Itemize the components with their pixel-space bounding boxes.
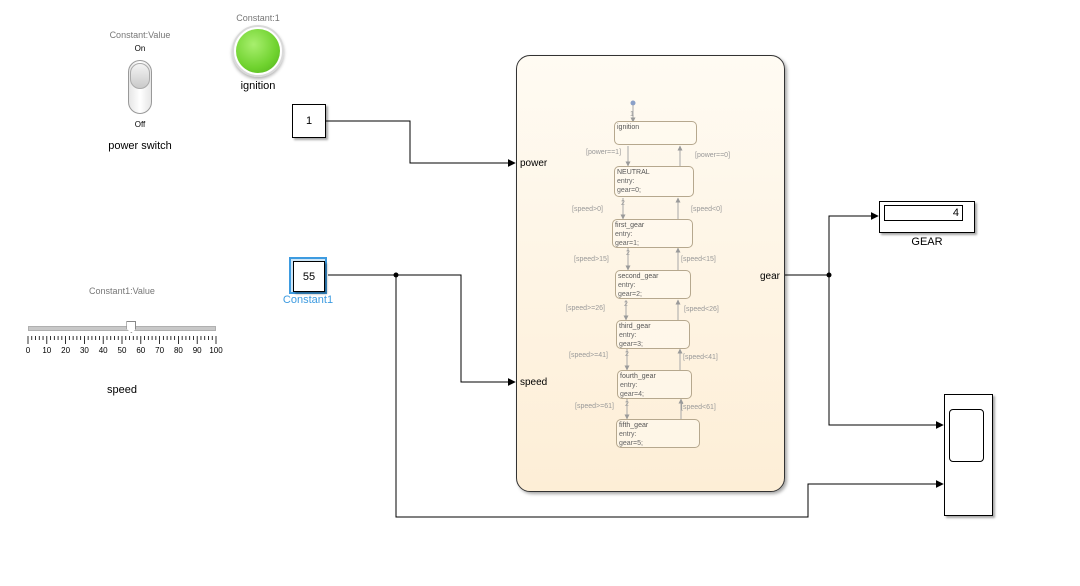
- state-neutral[interactable]: NEUTRAL entry: gear=0;: [614, 166, 694, 197]
- state-entry: entry:: [620, 382, 638, 389]
- transition-priority: 2: [625, 351, 629, 358]
- speed-slider-name: speed: [107, 384, 137, 396]
- transition-priority: 2: [624, 301, 628, 308]
- scope-screen: [949, 409, 984, 462]
- state-second-gear[interactable]: second_gear entry: gear=2;: [615, 270, 691, 299]
- chart-input-speed: speed: [520, 377, 548, 388]
- state-action: gear=1;: [615, 240, 639, 247]
- gear-display-block[interactable]: 4: [879, 201, 975, 233]
- state-third-gear[interactable]: third_gear entry: gear=3;: [616, 320, 690, 349]
- chart-input-power: power: [520, 158, 548, 169]
- constant-power-block[interactable]: 1: [292, 104, 326, 138]
- power-switch-toggle[interactable]: [128, 60, 152, 114]
- chart-output-gear: gear: [759, 271, 780, 282]
- transition-condition[interactable]: [speed>0]: [572, 206, 603, 213]
- state-action: gear=3;: [619, 341, 643, 348]
- state-action: gear=4;: [620, 391, 644, 398]
- ignition-top-label: Constant:1: [236, 13, 280, 23]
- slider-tick-label: 100: [209, 346, 223, 355]
- state-entry: entry:: [617, 178, 635, 185]
- scope-block[interactable]: [944, 394, 993, 516]
- transition-priority: 2: [626, 250, 630, 257]
- slider-tick-label: 90: [192, 346, 202, 355]
- transition-priority: 1: [630, 111, 634, 118]
- state-entry: entry:: [619, 431, 637, 438]
- state-name: ignition: [617, 124, 640, 131]
- state-name: first_gear: [615, 222, 645, 229]
- slider-ticks: [27, 336, 217, 344]
- state-first-gear[interactable]: first_gear entry: gear=1;: [612, 219, 693, 248]
- ignition-lamp[interactable]: [232, 25, 284, 77]
- line-speed: [328, 274, 516, 386]
- gear-display-value: 4: [952, 207, 959, 219]
- transition-condition[interactable]: [speed>=41]: [569, 352, 608, 359]
- transition-condition[interactable]: [speed<0]: [691, 206, 722, 213]
- power-switch-top-label: Constant:Value: [109, 30, 171, 40]
- line-speed-scope: [395, 275, 944, 518]
- state-fourth-gear[interactable]: fourth_gear entry: gear=4;: [617, 370, 692, 399]
- transition-condition[interactable]: [speed>15]: [574, 256, 609, 263]
- state-entry: entry:: [618, 282, 636, 289]
- state-action: gear=5;: [619, 440, 643, 447]
- transition-condition[interactable]: [power==0]: [695, 152, 731, 159]
- chart-transitions: [620, 100, 684, 420]
- transition-priority: 2: [625, 401, 629, 408]
- line-gear-display: [784, 212, 879, 276]
- ignition-name: ignition: [240, 80, 276, 92]
- speed-slider-top-label: Constant1:Value: [89, 286, 155, 296]
- lamp-light: [236, 29, 280, 73]
- slider-tick-label: 60: [136, 346, 146, 355]
- state-action: gear=2;: [618, 291, 642, 298]
- slider-thumb[interactable]: [126, 321, 137, 333]
- constant-speed-value: 55: [302, 270, 316, 283]
- slider-tick-label: 20: [61, 346, 71, 355]
- constant-power-value: 1: [305, 115, 313, 127]
- state-name: fourth_gear: [620, 373, 656, 380]
- gear-display-screen: 4: [884, 205, 963, 221]
- stateflow-chart-block[interactable]: power speed gear ignition NEU: [516, 55, 785, 492]
- state-name: fifth_gear: [619, 422, 649, 429]
- gear-display-name: GEAR: [911, 236, 943, 248]
- line-gear-scope: [828, 275, 944, 429]
- slider-tick-label: 40: [98, 346, 108, 355]
- transition-condition[interactable]: [speed<41]: [683, 354, 718, 361]
- slider-tick-label: 10: [42, 346, 52, 355]
- constant-speed-block[interactable]: 55: [293, 261, 325, 292]
- transition-condition[interactable]: [speed>=26]: [566, 305, 605, 312]
- state-name: second_gear: [618, 273, 659, 280]
- transition-condition[interactable]: [speed<15]: [681, 256, 716, 263]
- state-action: gear=0;: [617, 187, 641, 194]
- slider-tick-label: 70: [155, 346, 165, 355]
- state-ignition[interactable]: ignition: [614, 121, 697, 145]
- transition-condition[interactable]: [speed<26]: [684, 306, 719, 313]
- toggle-knob: [130, 63, 150, 89]
- transition-condition[interactable]: [speed>=61]: [575, 403, 614, 410]
- state-name: NEUTRAL: [617, 169, 650, 176]
- power-switch-on-label: On: [134, 44, 146, 53]
- slider-track[interactable]: [28, 326, 216, 331]
- state-entry: entry:: [615, 231, 633, 238]
- power-switch-name: power switch: [108, 140, 172, 152]
- transition-priority: 2: [621, 200, 625, 207]
- slider-tick-label: 50: [117, 346, 127, 355]
- transition-condition[interactable]: [power==1]: [586, 149, 622, 156]
- power-switch-off-label: Off: [134, 120, 146, 129]
- state-entry: entry:: [619, 332, 637, 339]
- constant-speed-name: Constant1: [282, 294, 334, 306]
- state-fifth-gear[interactable]: fifth_gear entry: gear=5;: [616, 419, 700, 448]
- line-power: [325, 120, 516, 167]
- slider-tick-label: 0: [25, 346, 31, 355]
- slider-tick-label: 80: [173, 346, 183, 355]
- slider-tick-label: 30: [79, 346, 89, 355]
- state-name: third_gear: [619, 323, 651, 330]
- transition-condition[interactable]: [speed<61]: [681, 404, 716, 411]
